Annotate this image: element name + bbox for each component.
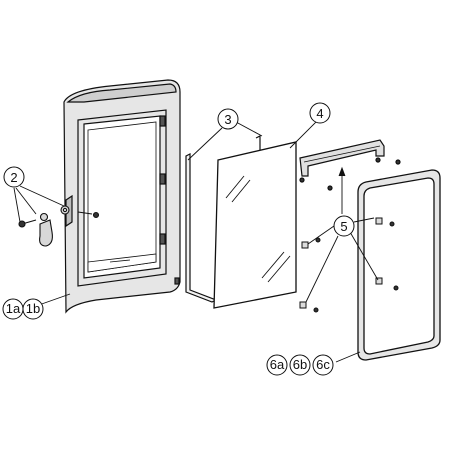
- svg-text:6b: 6b: [293, 357, 307, 372]
- clip: [375, 277, 383, 285]
- callout-6c: 6c: [312, 354, 334, 376]
- callout-4: 4: [309, 102, 331, 124]
- screw-right: [77, 211, 100, 219]
- clip: [299, 301, 307, 309]
- svg-text:4: 4: [316, 106, 323, 121]
- callout-6a: 6a: [266, 354, 288, 376]
- svg-text:6c: 6c: [316, 357, 330, 372]
- inner-frame: [357, 169, 441, 361]
- leader-lines: [13, 117, 379, 363]
- callout-5: 5: [333, 215, 355, 237]
- callout-1b: 1b: [22, 298, 44, 320]
- callout-2: 2: [3, 166, 25, 188]
- svg-text:2: 2: [10, 170, 17, 185]
- svg-text:6a: 6a: [270, 357, 285, 372]
- callout-3: 3: [217, 108, 239, 130]
- glass-panel: [213, 141, 297, 309]
- clip: [375, 217, 383, 225]
- callout-1a: 1a: [2, 298, 24, 320]
- washer: [39, 212, 49, 222]
- svg-text:5: 5: [340, 219, 347, 234]
- top-bracket: [299, 139, 401, 191]
- screw-left: [18, 219, 37, 228]
- door-frame: [63, 79, 181, 314]
- svg-text:3: 3: [224, 112, 231, 127]
- clip: [301, 241, 309, 249]
- callout-6b: 6b: [289, 354, 311, 376]
- latch-parts: [18, 205, 100, 247]
- latch-body: [39, 219, 53, 247]
- clips: [299, 217, 399, 313]
- svg-text:1a: 1a: [6, 301, 21, 316]
- svg-text:1b: 1b: [26, 301, 40, 316]
